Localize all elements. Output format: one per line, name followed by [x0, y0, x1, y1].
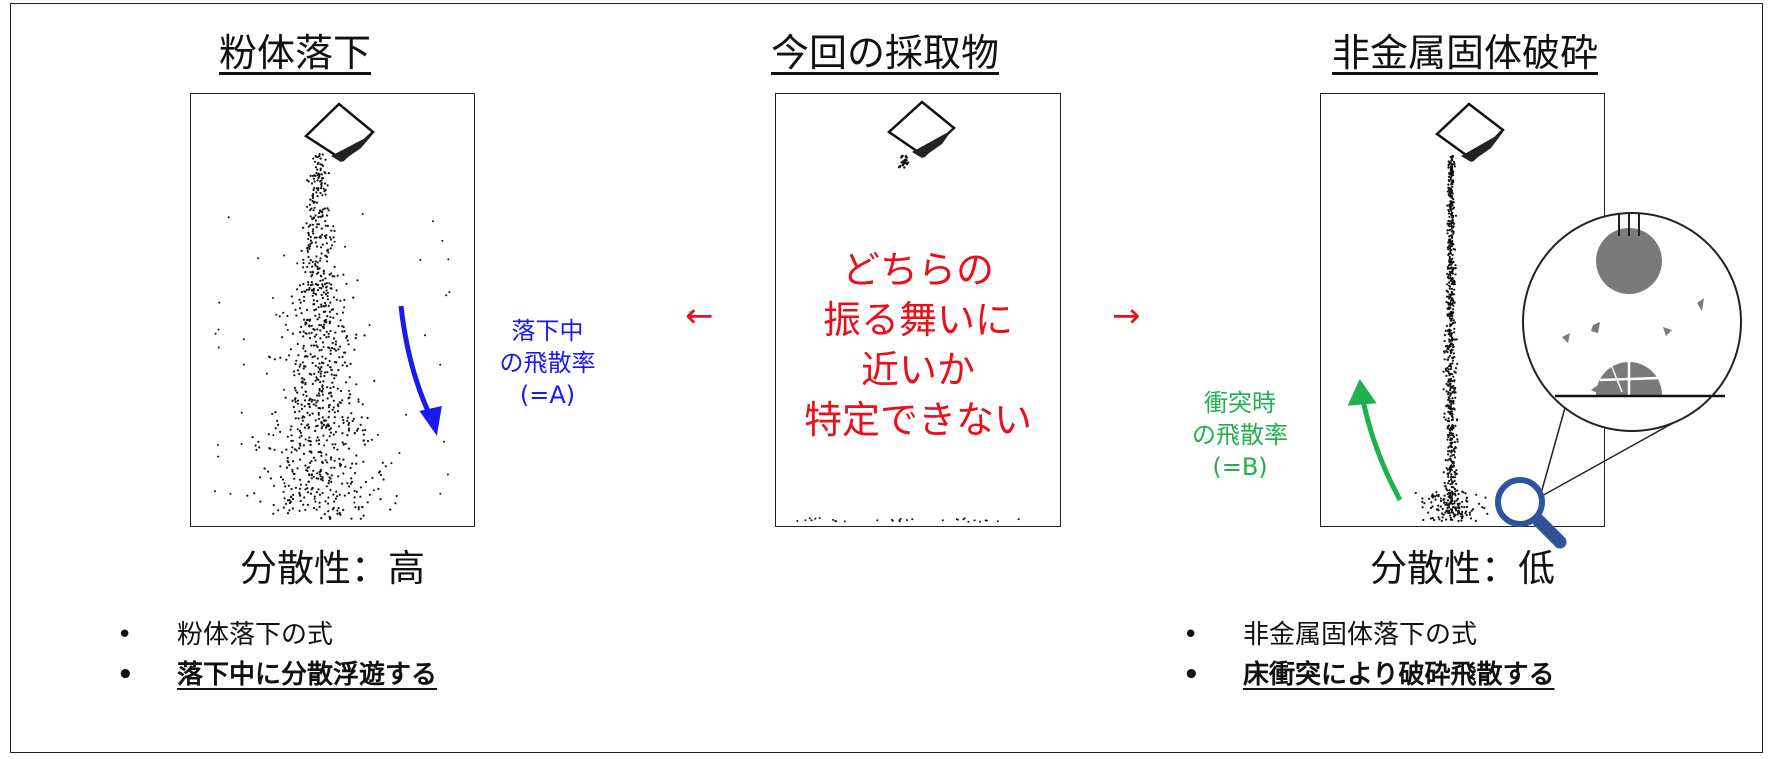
center-message: どちらの 振る舞いに 近いか 特定できない [775, 245, 1061, 445]
note-line: (=A) [519, 381, 576, 409]
collected-material-illustration [796, 100, 1020, 523]
note-fall-scatter-rate: 落下中 の飛散率 (=A) [485, 315, 610, 411]
arrow-to-powder: ← [685, 296, 714, 336]
dispersion-low: 分散性：低 [1370, 547, 1555, 590]
note-line: (=B) [1212, 453, 1268, 481]
sample-particles [796, 154, 1020, 523]
note-line: 衝突時 [1204, 389, 1276, 417]
fragment-shards [1562, 298, 1704, 394]
slide-frame [10, 3, 1763, 753]
curved-up-arrow-icon [1347, 378, 1403, 502]
bullet-item: 床衝突により破砕飛散する [1183, 655, 1554, 695]
solid-particles [1414, 154, 1489, 523]
panel-collected-material [775, 93, 1061, 527]
tilted-container-icon [304, 102, 375, 162]
powder-particles [214, 153, 451, 521]
center-message-line: 振る舞いに [822, 298, 1013, 342]
bullet-item: 粉体落下の式 [117, 615, 437, 655]
bullet-item: 非金属固体落下の式 [1183, 615, 1554, 655]
arrow-to-nonmetal: → [1112, 296, 1141, 336]
bullet-list-powder: 粉体落下の式 落下中に分散浮遊する [117, 615, 437, 695]
note-line: の飛散率 [499, 349, 596, 377]
bullet-list-nonmetal: 非金属固体落下の式 床衝突により破砕飛散する [1183, 615, 1554, 695]
center-message-line: 特定できない [803, 398, 1032, 442]
note-line: の飛散率 [1192, 421, 1288, 449]
title-powder-fall: 粉体落下 [218, 31, 371, 75]
note-impact-scatter-rate: 衝突時 の飛散率 (=B) [1175, 387, 1305, 483]
tilted-container-icon [886, 100, 956, 158]
title-nonmetal-crush: 非金属固体破砕 [1331, 31, 1598, 75]
panel-powder-fall [190, 93, 475, 527]
nonmetal-crush-illustration [1414, 102, 1505, 523]
center-message-line: どちらの [841, 248, 994, 292]
dispersion-high: 分散性：高 [240, 547, 425, 590]
title-collected-material: 今回の採取物 [770, 31, 999, 75]
shattered-sphere-icon [1596, 362, 1662, 395]
intact-sphere-icon [1596, 213, 1662, 294]
center-message-line: 近いか [860, 348, 975, 392]
bullet-item: 落下中に分散浮遊する [117, 655, 437, 695]
note-line: 落下中 [511, 317, 584, 345]
zoom-circle [1522, 212, 1742, 432]
magnifier-icon [1495, 477, 1567, 549]
curved-down-arrow-icon [398, 305, 442, 436]
tilted-container-icon [1435, 102, 1505, 162]
powder-fall-illustration [214, 102, 451, 521]
